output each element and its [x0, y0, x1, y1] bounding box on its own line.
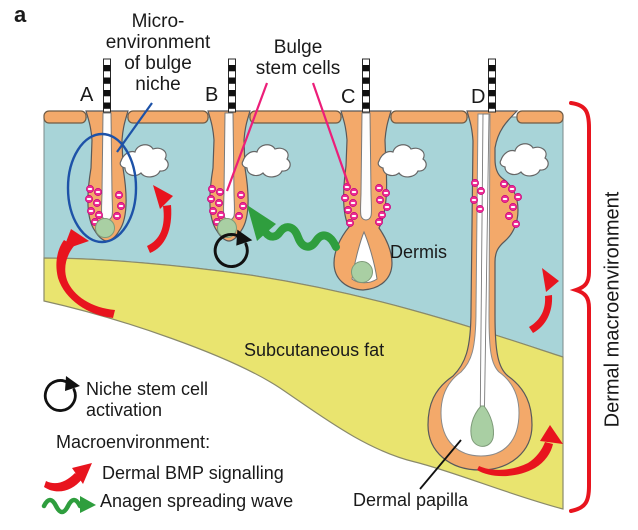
legend-bmp-label: Dermal BMP signalling	[102, 463, 284, 483]
epidermis-band	[43, 110, 564, 124]
hair-d-checkered	[488, 58, 496, 113]
panel-label: a	[14, 2, 27, 27]
follicle-a-label: A	[80, 84, 94, 106]
legend-niche-activation-label: Niche stem cell activation	[86, 379, 209, 420]
niche-pointer-line	[116, 102, 153, 153]
dermis-label: Dermis	[390, 242, 447, 262]
follicle-b-label: B	[205, 84, 219, 106]
legend-anagen-arrow-icon	[41, 496, 96, 515]
dermal-papilla-d	[470, 405, 494, 447]
legend-anagen-label: Anagen spreading wave	[100, 491, 294, 511]
hair-c-checkered	[362, 58, 370, 113]
follicle-c-label: C	[341, 86, 356, 108]
hair-follicle-c	[333, 110, 427, 291]
bulge-pointer-line-b	[225, 82, 269, 192]
micro-environment-label: Micro- environment of bulge niche	[105, 11, 211, 95]
bmp-arrow-follicle-d-top	[529, 268, 559, 333]
bmp-arrow-follicle-a	[147, 185, 173, 253]
dermal-papilla-pointer-line	[419, 439, 462, 490]
bulge-pointer-line-c	[311, 82, 351, 187]
inner-root-sheath	[440, 113, 520, 457]
bulge-stem-cells-label: Bulge stem cells	[255, 37, 341, 79]
legend-bmp-arrow-icon	[44, 463, 92, 492]
anagen-wave-arrow	[247, 205, 340, 251]
dermal-macroenvironment-label: Dermal macroenvironment	[601, 191, 624, 428]
subcutaneous-fat-label: Subcutaneous fat	[244, 340, 385, 360]
bmp-arrow-follicle-d-bottom	[477, 425, 563, 477]
hair-follicle-d	[427, 110, 549, 471]
bulge-niche-ellipse	[66, 132, 138, 244]
legend-activation-arrow-icon	[43, 374, 82, 412]
dermal-papilla-label: Dermal papilla	[353, 490, 469, 510]
bmp-arrow-bottom-left	[56, 229, 115, 318]
macroenvironment-brace	[569, 101, 591, 513]
legend-macroenvironment-heading: Macroenvironment:	[56, 432, 211, 452]
follicle-d-label: D	[471, 86, 486, 108]
hair-b-checkered	[228, 58, 236, 113]
